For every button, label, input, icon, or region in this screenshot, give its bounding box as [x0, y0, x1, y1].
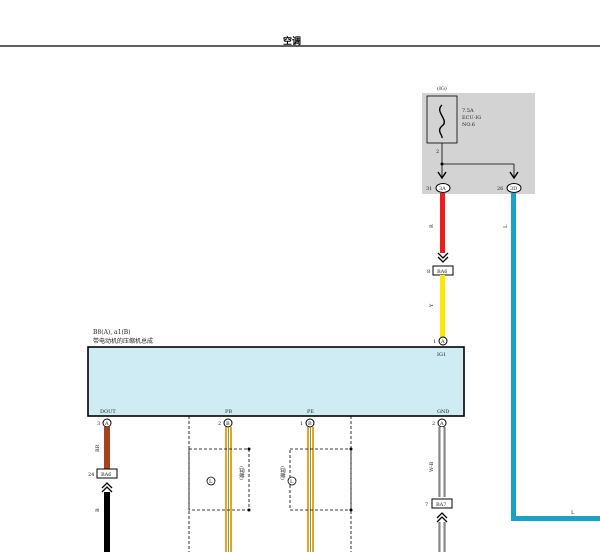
page-title: 空调: [283, 35, 301, 47]
fuse-current: 7.5A: [462, 108, 474, 114]
wire-gnd-stripe: [441, 427, 443, 497]
pin-31-label: 31: [426, 186, 432, 192]
pin-gnd-connector-label: A: [439, 421, 444, 427]
wire-pb-green: [228, 427, 229, 552]
shield-pb-label: (屏蔽): [238, 466, 245, 480]
connector-3a-label: 3A: [439, 186, 446, 192]
shield-box-pb: [188, 448, 250, 511]
wire-pe-orange-a: [307, 427, 309, 552]
fuse-box-background: [422, 93, 535, 194]
junction-dot: [349, 447, 353, 451]
wire-red-color-code: R: [429, 224, 435, 228]
fuse-box: (IG) 7.5A ECU-IG NO.6 2 3A 31 3D 26: [422, 85, 535, 194]
pin-gnd-label: GND: [437, 409, 449, 415]
pin-dout-number: 3: [97, 421, 100, 427]
connector-ig1-label: A: [440, 339, 445, 345]
pin-dout-label: DOUT: [100, 409, 116, 415]
pin-26-label: 26: [497, 186, 503, 192]
connector-ba6-left: [96, 468, 118, 479]
junction-dot: [247, 447, 251, 451]
junction-dot: [349, 508, 353, 512]
compressor-ref: B8(A), a1(B): [93, 329, 131, 336]
wire-gnd-color-code: W-B: [429, 462, 435, 472]
shield-box-pe: [289, 448, 352, 511]
fuse-box-label: (IG): [437, 85, 447, 92]
wire-blue-color-code: L: [503, 224, 509, 228]
shield-pe-label: (屏蔽): [279, 466, 286, 480]
wire-brown-color-code: BR: [95, 444, 101, 452]
fuse-icon: [438, 104, 445, 139]
double-chevron-up-icon: [101, 482, 113, 493]
connector-3a: [435, 183, 451, 193]
double-chevron-up-icon: [436, 512, 448, 523]
wire-pb-orange-a: [225, 427, 227, 552]
wire-blue-bottom-color-code: L: [571, 510, 575, 516]
fuse-pin-label: 2: [436, 149, 439, 155]
wire-blue-vertical: [511, 193, 516, 520]
wire-black: [104, 492, 110, 552]
shield-pb-letter: L: [209, 479, 213, 485]
arrow-down-icon: [509, 171, 519, 180]
connector-ba6-top-label: BA6: [437, 269, 447, 275]
connector-3d-label: 3D: [510, 186, 517, 192]
connector-ba7-pin: 7: [425, 502, 428, 508]
wire-pe-orange-b: [312, 427, 314, 552]
compressor-name: 带电动机的压缩机总成: [93, 337, 153, 345]
pin-pe-connector-label: B: [308, 421, 312, 427]
shield-pe-marker: [287, 476, 297, 486]
wire-pe-green: [310, 427, 311, 552]
compressor-module: [87, 346, 465, 417]
pin-pe-label: PE: [307, 409, 314, 415]
connector-ig1-pin: 1: [433, 339, 436, 345]
pin-dout-connector-label: A: [104, 421, 109, 427]
arrow-down-icon: [437, 171, 447, 180]
wire-brown: [104, 427, 110, 469]
wire-blue-horizontal: [511, 516, 600, 521]
pin-pb-label: PB: [225, 409, 232, 415]
ig1-label: IG1: [437, 352, 446, 358]
fuse-number: NO.6: [462, 122, 475, 128]
junction-dot: [247, 508, 251, 512]
wire-gnd-lower-stripe: [441, 522, 443, 552]
wire-yellow: [440, 275, 445, 337]
fuse-name: ECU-IG: [462, 115, 481, 121]
wire-black-color-code: B: [95, 508, 101, 512]
connector-ba6-left-pin: 24: [88, 472, 94, 478]
shield-pe-letter: L: [290, 479, 294, 485]
shield-pb-marker: [206, 476, 216, 486]
double-chevron-icon: [437, 252, 449, 263]
pin-pe-number: 1: [300, 421, 303, 427]
pin-pb-connector-label: B: [226, 421, 230, 427]
connector-ba7-label: BA7: [436, 502, 446, 508]
connector-3d: [506, 183, 522, 193]
connector-ba6-top-pin: 8: [427, 269, 430, 275]
pin-gnd-number: 2: [432, 421, 435, 427]
wire-red: [440, 193, 445, 253]
wire-yellow-color-code: Y: [429, 303, 435, 308]
connector-ba7: [431, 498, 453, 509]
connector-ba6-left-label: BA6: [101, 472, 111, 478]
connector-ig1: [438, 336, 448, 346]
wire-pb-orange-b: [230, 427, 232, 552]
pin-pb-number: 2: [218, 421, 221, 427]
